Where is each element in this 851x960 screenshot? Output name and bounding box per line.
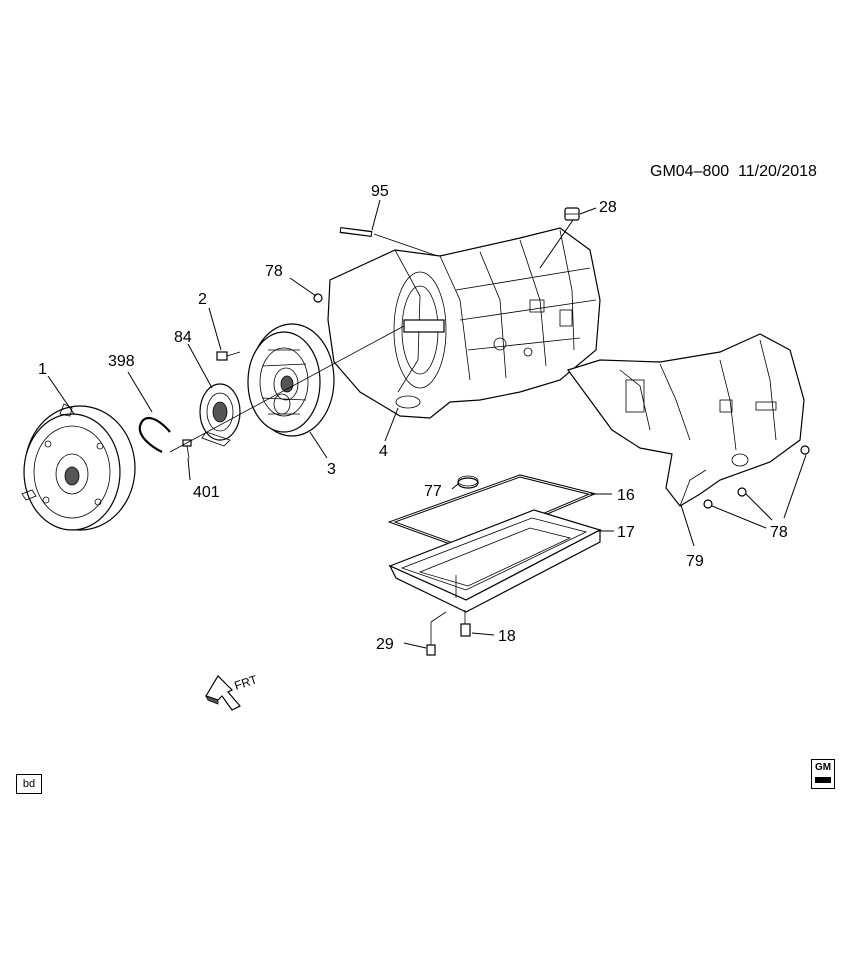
bolt-2: [216, 351, 241, 361]
callout-3: 3: [327, 461, 336, 478]
callout-29: 29: [376, 636, 394, 653]
nuts-78-lower: [703, 445, 810, 509]
front-direction-label: FRT: [233, 672, 260, 693]
oil-pan: [388, 509, 602, 613]
pan-bolt: [460, 610, 471, 637]
pan-magnet: [457, 475, 479, 489]
heat-shield: [567, 333, 805, 507]
corner-tag: bd: [16, 774, 42, 794]
snap-ring: [138, 416, 171, 453]
callout-95: 95: [371, 183, 389, 200]
callout-28: 28: [599, 199, 617, 216]
callout-401: 401: [193, 484, 220, 501]
gm-logo-text: GM: [814, 762, 832, 773]
callout-84: 84: [174, 329, 192, 346]
callout-398: 398: [108, 353, 135, 370]
torque-converter: [21, 403, 136, 531]
transmission-case: [327, 227, 601, 419]
document-id: GM04–800: [650, 163, 730, 180]
diagram-identifier: GM04–800 11/20/2018: [650, 163, 817, 181]
callout-79: 79: [686, 553, 704, 570]
callout-2: 2: [198, 291, 207, 308]
callout-4: 4: [379, 443, 388, 460]
callout-labels: 1 398 84 2 401 3 78 95 28 4 77 16 17 29 …: [38, 183, 788, 653]
document-date: 11/20/2018: [738, 163, 817, 180]
drain-plug: [426, 611, 447, 656]
front-direction-arrow: FRT: [205, 672, 260, 711]
callout-77: 77: [424, 483, 442, 500]
leader-lines: [47, 199, 807, 649]
callout-1: 1: [38, 361, 47, 378]
callout-16: 16: [617, 487, 635, 504]
pump-seal: [199, 383, 241, 447]
callout-78-lower: 78: [770, 524, 788, 541]
callout-18: 18: [498, 628, 516, 645]
gm-logo-bar: [815, 777, 831, 783]
gm-logo: GM: [811, 759, 835, 789]
fill-plug: [564, 207, 580, 221]
oil-pump: [247, 323, 335, 437]
callout-78-upper: 78: [265, 263, 283, 280]
callout-17: 17: [617, 524, 635, 541]
